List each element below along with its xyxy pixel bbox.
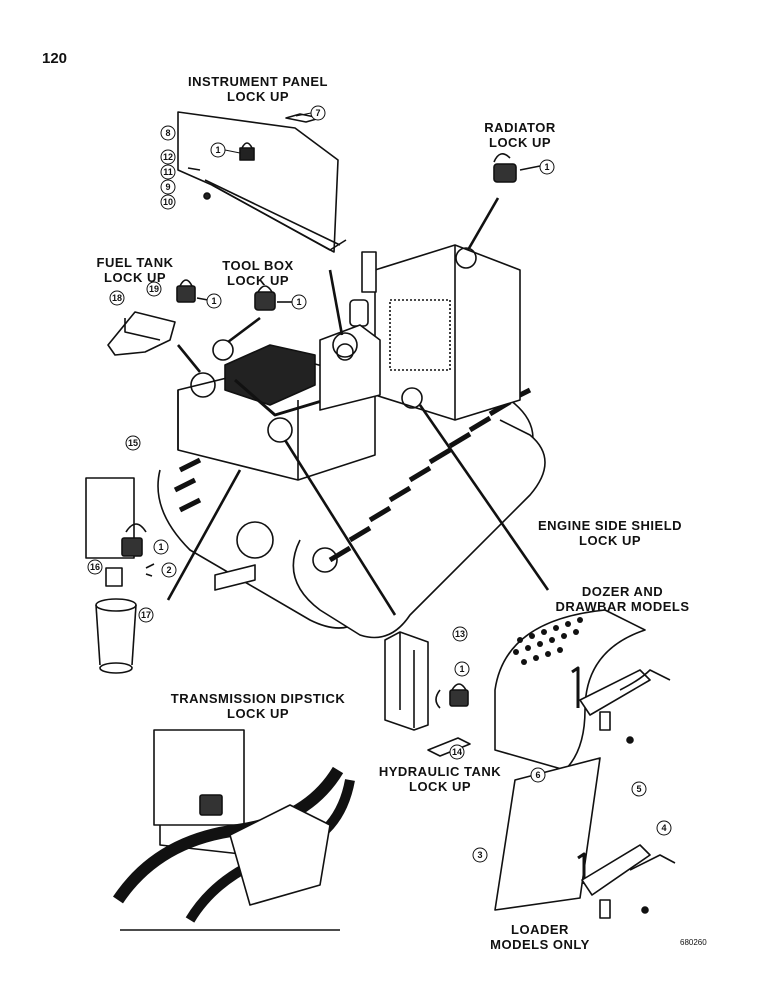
radiator-padlock bbox=[493, 153, 541, 183]
instrument-lock-point bbox=[332, 332, 358, 358]
svg-text:16: 16 bbox=[90, 562, 100, 572]
label-transmission-dipstick: TRANSMISSION DIPSTICK LOCK UP bbox=[168, 691, 348, 721]
svg-text:13: 13 bbox=[455, 629, 465, 639]
perforation-holes bbox=[513, 617, 583, 665]
label-hydraulic-tank: HYDRAULIC TANK LOCK UP bbox=[365, 764, 515, 794]
label-line: LOCK UP bbox=[489, 135, 551, 150]
label-line: LOCK UP bbox=[227, 273, 289, 288]
label-line: DOZER AND bbox=[581, 584, 664, 599]
callout: 11 bbox=[160, 164, 176, 180]
svg-text:9: 9 bbox=[165, 182, 170, 192]
svg-text:5: 5 bbox=[636, 784, 641, 794]
callout: 1 bbox=[539, 159, 555, 175]
figure-code: 680260 bbox=[680, 938, 707, 947]
svg-text:8: 8 bbox=[165, 128, 170, 138]
callout: 3 bbox=[472, 847, 488, 863]
callout: 14 bbox=[449, 744, 465, 760]
callout: 2 bbox=[161, 562, 177, 578]
label-line: TRANSMISSION DIPSTICK bbox=[170, 691, 346, 706]
label-radiator: RADIATOR LOCK UP bbox=[470, 120, 570, 150]
label-line: LOADER bbox=[511, 922, 569, 937]
svg-text:18: 18 bbox=[112, 293, 122, 303]
callout: 18 bbox=[109, 290, 125, 306]
label-line: DRAWBAR MODELS bbox=[555, 599, 690, 614]
svg-text:1: 1 bbox=[544, 162, 549, 172]
label-instrument-panel: INSTRUMENT PANEL LOCK UP bbox=[168, 74, 348, 104]
callout: 7 bbox=[295, 105, 326, 121]
radiator-lock-point bbox=[455, 247, 477, 269]
svg-text:10: 10 bbox=[163, 197, 173, 207]
callout: 1 bbox=[291, 294, 307, 310]
side-shield-lock-point bbox=[401, 387, 423, 409]
svg-text:1: 1 bbox=[158, 542, 163, 552]
page-number: 120 bbox=[42, 50, 68, 67]
callout: 5 bbox=[631, 781, 647, 797]
svg-text:6: 6 bbox=[535, 770, 540, 780]
callout: 15 bbox=[125, 435, 141, 451]
svg-text:11: 11 bbox=[163, 167, 173, 177]
svg-text:14: 14 bbox=[452, 747, 462, 757]
leader-lines bbox=[166, 197, 550, 616]
callout: 9 bbox=[160, 179, 176, 195]
callout: 1 bbox=[454, 661, 470, 677]
svg-text:1: 1 bbox=[296, 297, 301, 307]
callout: 10 bbox=[160, 194, 176, 210]
hydraulic-lock-point bbox=[267, 417, 293, 443]
label-line: RADIATOR bbox=[484, 120, 556, 135]
callout: 16 bbox=[87, 559, 103, 575]
dipstick-assembly bbox=[85, 477, 155, 674]
transmission-detail bbox=[113, 729, 355, 931]
callout: 6 bbox=[530, 767, 546, 783]
label-line: HYDRAULIC TANK bbox=[378, 764, 502, 779]
svg-text:7: 7 bbox=[315, 108, 320, 118]
toolbox-lock-point bbox=[212, 339, 234, 361]
callout: 12 bbox=[160, 149, 176, 165]
label-line: MODELS ONLY bbox=[490, 937, 590, 952]
svg-text:1: 1 bbox=[459, 664, 464, 674]
label-engine-side-shield: ENGINE SIDE SHIELD LOCK UP bbox=[520, 518, 700, 548]
label-line: FUEL TANK bbox=[96, 255, 174, 270]
callout: 1 bbox=[206, 293, 222, 309]
callout: 13 bbox=[452, 626, 468, 642]
fuel-lock-point bbox=[190, 372, 216, 398]
label-loader-models: LOADER MODELS ONLY bbox=[475, 922, 605, 952]
label-line: LOCK UP bbox=[579, 533, 641, 548]
label-line: LOCK UP bbox=[104, 270, 166, 285]
callout: 19 bbox=[146, 281, 162, 297]
svg-text:1: 1 bbox=[215, 145, 220, 155]
label-dozer-drawbar: DOZER AND DRAWBAR MODELS bbox=[535, 584, 710, 614]
label-line: LOCK UP bbox=[227, 706, 289, 721]
callout: 4 bbox=[656, 820, 672, 836]
hydraulic-tank-bracket bbox=[384, 631, 471, 757]
instrument-panel-cover bbox=[177, 111, 347, 253]
label-line: ENGINE SIDE SHIELD bbox=[537, 518, 683, 533]
crawler-tractor bbox=[157, 244, 546, 639]
label-tool-box: TOOL BOX LOCK UP bbox=[213, 258, 303, 288]
callout: 1 bbox=[210, 142, 241, 158]
svg-text:3: 3 bbox=[477, 850, 482, 860]
tool-box-padlock bbox=[254, 285, 292, 311]
callout: 8 bbox=[160, 125, 176, 141]
svg-text:4: 4 bbox=[661, 823, 666, 833]
dozer-drawbar-plate bbox=[494, 609, 671, 771]
svg-text:12: 12 bbox=[163, 152, 173, 162]
callout-bubbles: 7 8 1 12 11 9 10 1 18 19 1 1 15 1 16 2 1… bbox=[87, 105, 672, 863]
callout: 1 bbox=[153, 539, 169, 555]
label-line: LOCK UP bbox=[409, 779, 471, 794]
loader-models-plate bbox=[494, 757, 676, 919]
svg-text:19: 19 bbox=[149, 284, 159, 294]
label-line: INSTRUMENT PANEL bbox=[188, 74, 328, 89]
label-line: LOCK UP bbox=[227, 89, 289, 104]
label-fuel-tank: FUEL TANK LOCK UP bbox=[90, 255, 180, 285]
svg-text:17: 17 bbox=[141, 610, 151, 620]
svg-text:15: 15 bbox=[128, 438, 138, 448]
svg-text:1: 1 bbox=[211, 296, 216, 306]
label-line: TOOL BOX bbox=[222, 258, 294, 273]
svg-text:2: 2 bbox=[166, 565, 171, 575]
fuel-tank-lock-bracket bbox=[107, 279, 209, 356]
callout: 17 bbox=[138, 607, 154, 623]
